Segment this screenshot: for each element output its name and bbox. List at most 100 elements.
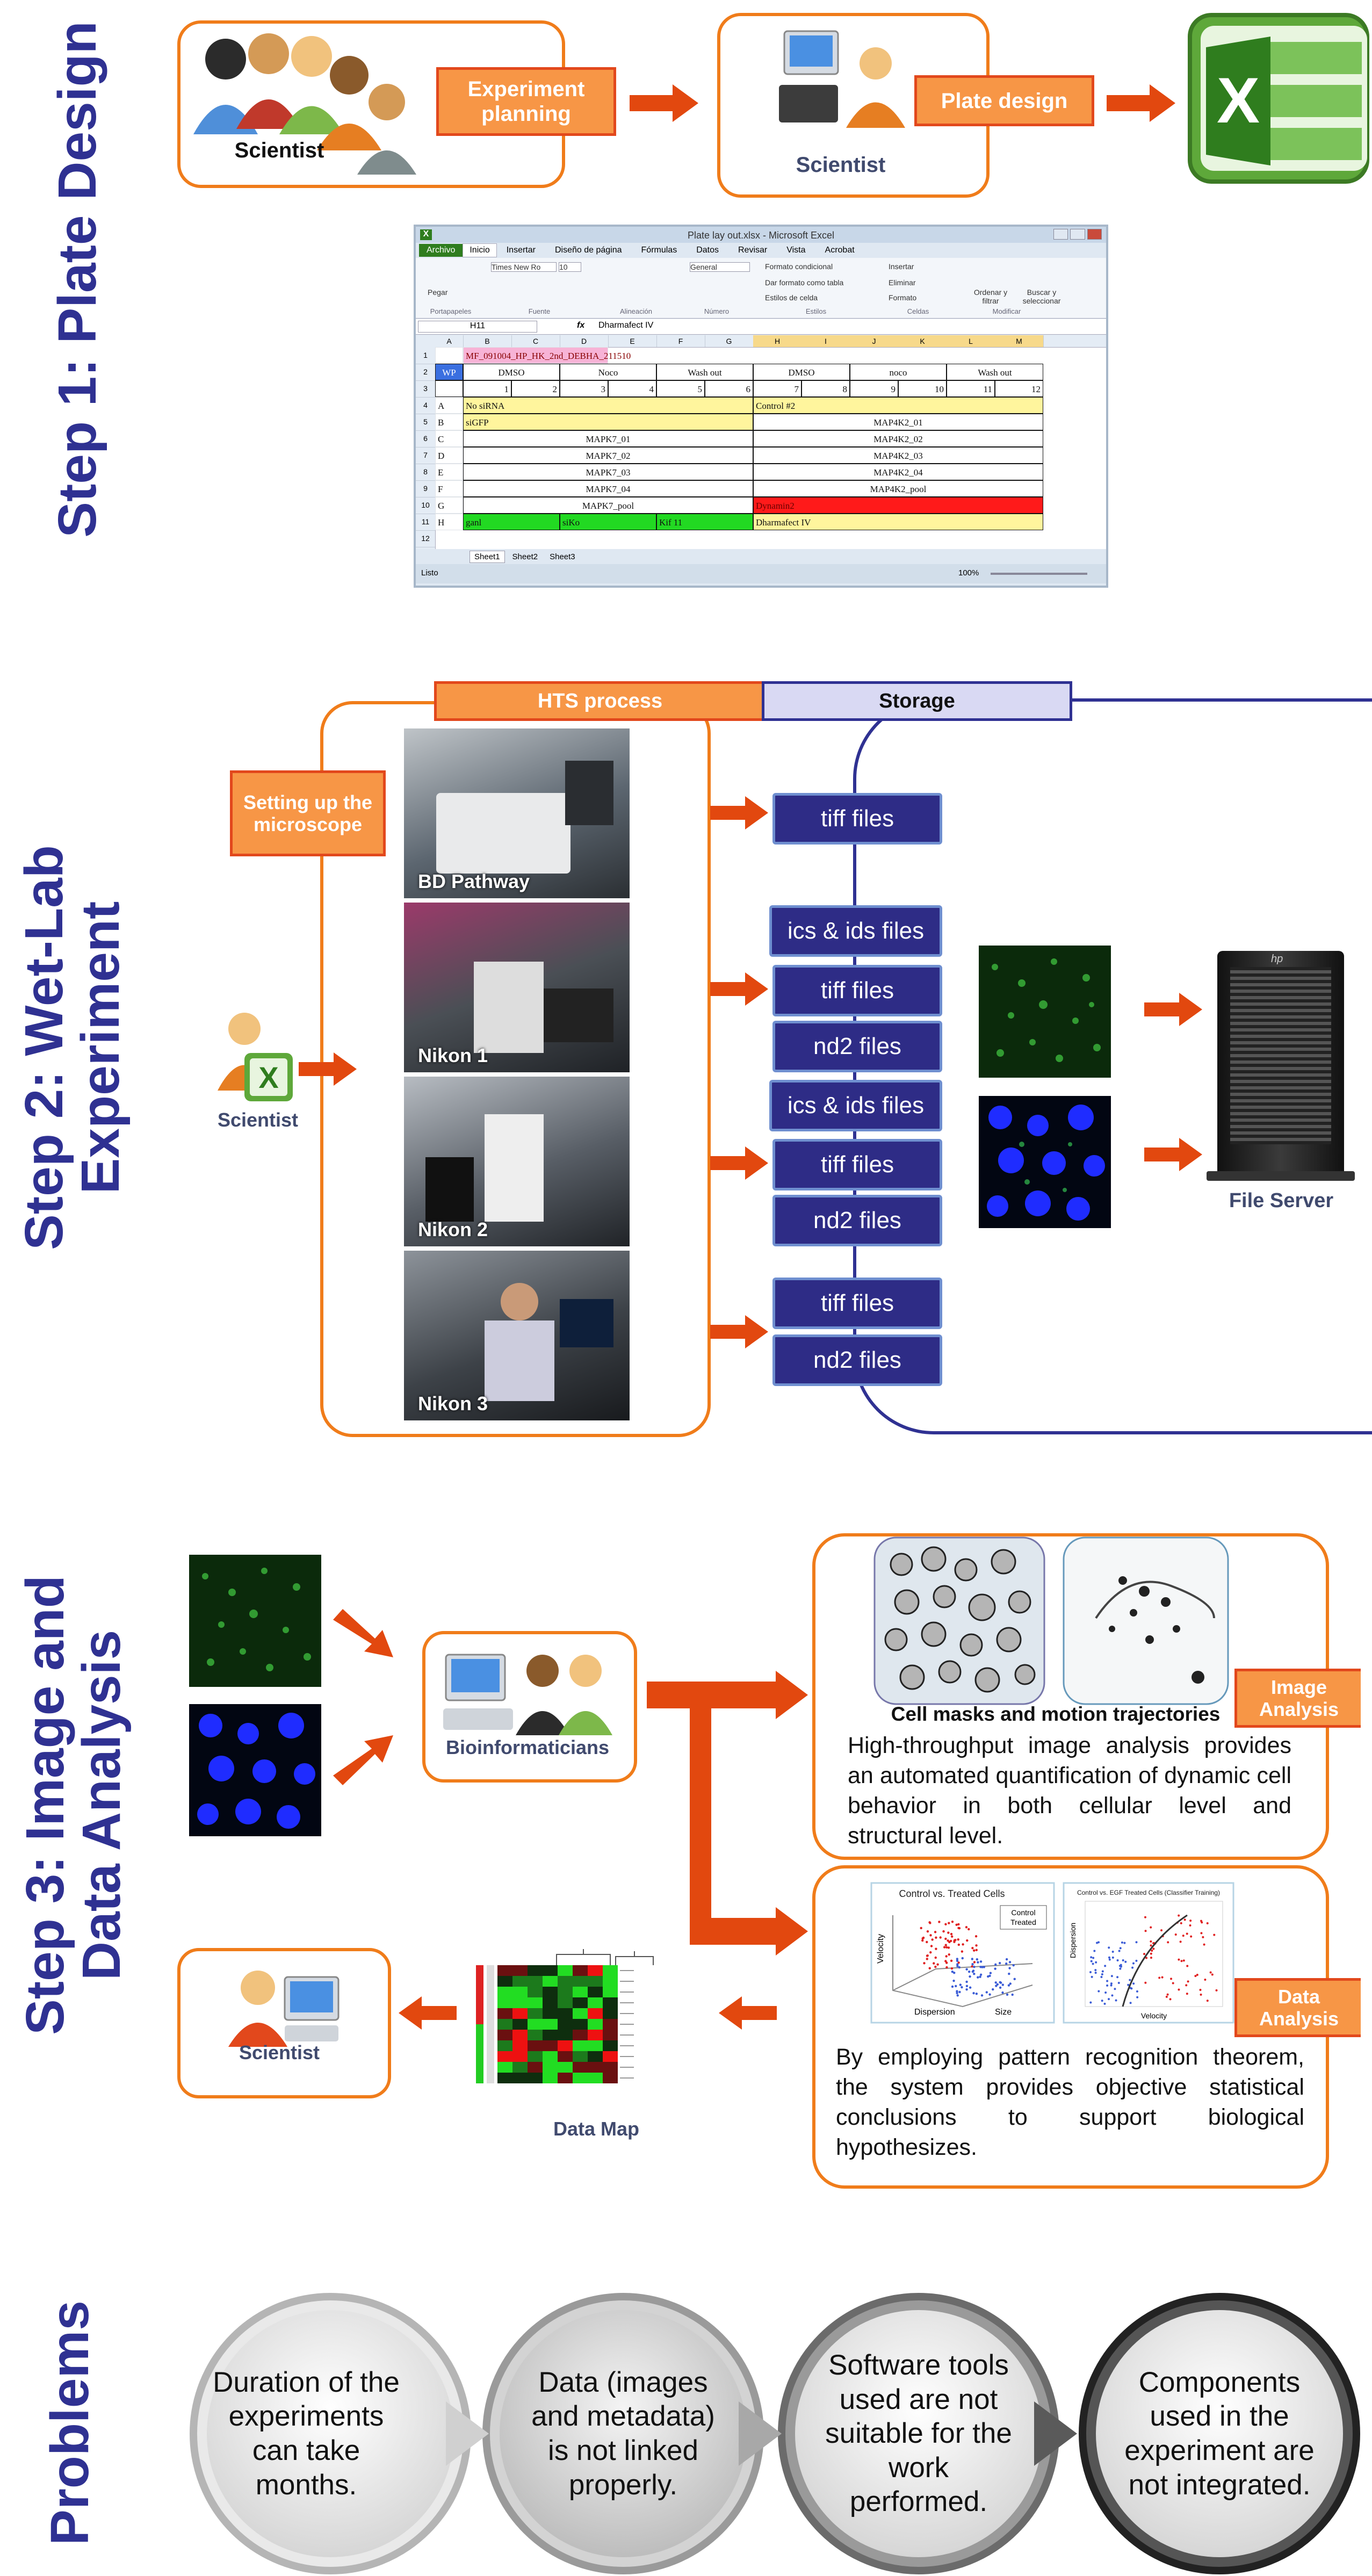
column-header[interactable]: H [753, 335, 802, 347]
table-cell[interactable]: C [435, 430, 463, 447]
delete-button[interactable]: Eliminar [889, 278, 916, 287]
sheet-tab-3[interactable]: Sheet3 [550, 552, 575, 561]
row-header[interactable]: 4 [416, 397, 435, 414]
column-header[interactable]: D [560, 335, 609, 347]
table-cell[interactable]: Wash out [656, 364, 753, 380]
column-header[interactable]: B [463, 335, 512, 347]
table-cell[interactable]: 9 [850, 380, 898, 397]
table-cell[interactable]: MAPK7_03 [463, 464, 753, 480]
table-cell[interactable]: D [435, 447, 463, 464]
table-cell[interactable]: siKo [560, 514, 656, 530]
column-header[interactable]: A [435, 335, 464, 347]
table-cell[interactable]: MAP4K2_03 [753, 447, 1043, 464]
table-cell[interactable]: 5 [656, 380, 705, 397]
table-cell[interactable]: MAP4K2_02 [753, 430, 1043, 447]
table-cell[interactable]: No siRNA [463, 397, 753, 414]
table-cell[interactable]: MAPK7_pool [463, 497, 753, 514]
tab-6[interactable]: Vista [786, 246, 806, 255]
tab-0[interactable]: Inicio [463, 243, 497, 257]
table-cell[interactable]: noco [850, 364, 947, 380]
table-cell[interactable]: DMSO [463, 364, 560, 380]
setup-microscope-button[interactable]: Setting up the microscope [230, 770, 386, 856]
conditional-format-button[interactable]: Formato condicional [765, 262, 833, 271]
file-box-0[interactable]: tiff files [772, 793, 942, 845]
tab-1[interactable]: Insertar [506, 246, 536, 255]
table-cell[interactable]: Noco [560, 364, 656, 380]
table-cell[interactable]: 12 [995, 380, 1043, 397]
table-cell[interactable]: MAPK7_01 [463, 430, 753, 447]
file-box-4[interactable]: ics & ids files [769, 1080, 942, 1131]
zoom-level[interactable]: 100% [958, 568, 979, 578]
table-cell[interactable]: F [435, 480, 463, 497]
row-header[interactable]: 11 [416, 514, 435, 531]
insert-button[interactable]: Insertar [889, 262, 914, 271]
file-box-8[interactable]: nd2 files [772, 1334, 942, 1386]
font-name-select[interactable]: Times New Ro [491, 262, 557, 272]
table-cell[interactable]: E [435, 464, 463, 480]
file-box-2[interactable]: tiff files [772, 965, 942, 1016]
file-box-1[interactable]: ics & ids files [769, 905, 942, 957]
table-cell[interactable]: B [435, 414, 463, 430]
table-cell[interactable]: 11 [947, 380, 995, 397]
number-format-select[interactable]: General [690, 262, 750, 272]
row-header[interactable]: 5 [416, 414, 435, 431]
table-cell[interactable]: 10 [898, 380, 947, 397]
table-cell[interactable]: MAP4K2_01 [753, 414, 1043, 430]
row-header[interactable]: 10 [416, 497, 435, 514]
table-cell[interactable]: 2 [511, 380, 560, 397]
name-box[interactable]: H11 [418, 321, 537, 333]
table-cell[interactable]: WP [435, 364, 463, 380]
table-cell[interactable]: 3 [560, 380, 608, 397]
table-cell[interactable]: G [435, 497, 463, 514]
table-cell[interactable]: MAP4K2_pool [753, 480, 1043, 497]
table-cell[interactable]: 6 [705, 380, 753, 397]
tab-2[interactable]: Diseño de página [554, 246, 622, 255]
table-cell[interactable] [435, 380, 463, 397]
table-cell[interactable]: siGFP [463, 414, 753, 430]
column-header[interactable]: F [656, 335, 705, 347]
cell-styles-button[interactable]: Estilos de celda [765, 293, 818, 302]
table-cell[interactable]: Control #2 [753, 397, 1043, 414]
file-box-5[interactable]: tiff files [772, 1139, 942, 1190]
table-cell[interactable]: 1 [463, 380, 511, 397]
column-header[interactable]: L [947, 335, 995, 347]
zoom-slider[interactable] [991, 573, 1087, 575]
row-header[interactable]: 2 [416, 364, 435, 381]
tab-7[interactable]: Acrobat [825, 246, 855, 255]
file-box-7[interactable]: tiff files [772, 1278, 942, 1329]
table-cell[interactable]: DMSO [753, 364, 850, 380]
column-header[interactable]: M [995, 335, 1044, 347]
row-header[interactable]: 1 [416, 347, 435, 364]
format-button[interactable]: Formato [889, 293, 917, 302]
window-controls[interactable] [1053, 229, 1102, 240]
row-header[interactable]: 12 [416, 530, 435, 547]
table-cell[interactable]: Kif 11 [656, 514, 753, 530]
font-size-select[interactable]: 10 [559, 262, 581, 272]
row-header[interactable]: 7 [416, 447, 435, 464]
plate-title-cell[interactable]: MF_091004_HP_HK_2nd_DEBHA_211510 [463, 347, 631, 364]
table-cell[interactable]: 8 [801, 380, 850, 397]
tab-5[interactable]: Revisar [738, 246, 768, 255]
column-header[interactable]: G [705, 335, 754, 347]
find-select-button[interactable]: Buscar y seleccionar [1022, 288, 1061, 305]
table-cell[interactable]: A [435, 397, 463, 414]
tab-archivo[interactable]: Archivo [419, 244, 463, 257]
format-table-button[interactable]: Dar formato como tabla [765, 278, 844, 287]
tab-4[interactable]: Datos [696, 246, 719, 255]
table-cell[interactable]: Wash out [947, 364, 1043, 380]
column-header[interactable]: E [608, 335, 657, 347]
table-cell[interactable] [435, 347, 463, 364]
column-header[interactable]: I [801, 335, 850, 347]
table-cell[interactable]: MAPK7_04 [463, 480, 753, 497]
column-header[interactable]: C [511, 335, 560, 347]
column-header[interactable]: K [898, 335, 947, 347]
row-header[interactable]: 8 [416, 464, 435, 481]
sort-filter-button[interactable]: Ordenar y filtrar [973, 288, 1008, 305]
paste-button[interactable]: Pegar [428, 288, 448, 297]
row-header[interactable]: 3 [416, 380, 435, 398]
table-cell[interactable]: Dharmafect IV [753, 514, 1043, 530]
sheet-tab-2[interactable]: Sheet2 [512, 552, 538, 561]
plate-design-button[interactable]: Plate design [914, 75, 1094, 126]
table-cell[interactable]: MAP4K2_04 [753, 464, 1043, 480]
